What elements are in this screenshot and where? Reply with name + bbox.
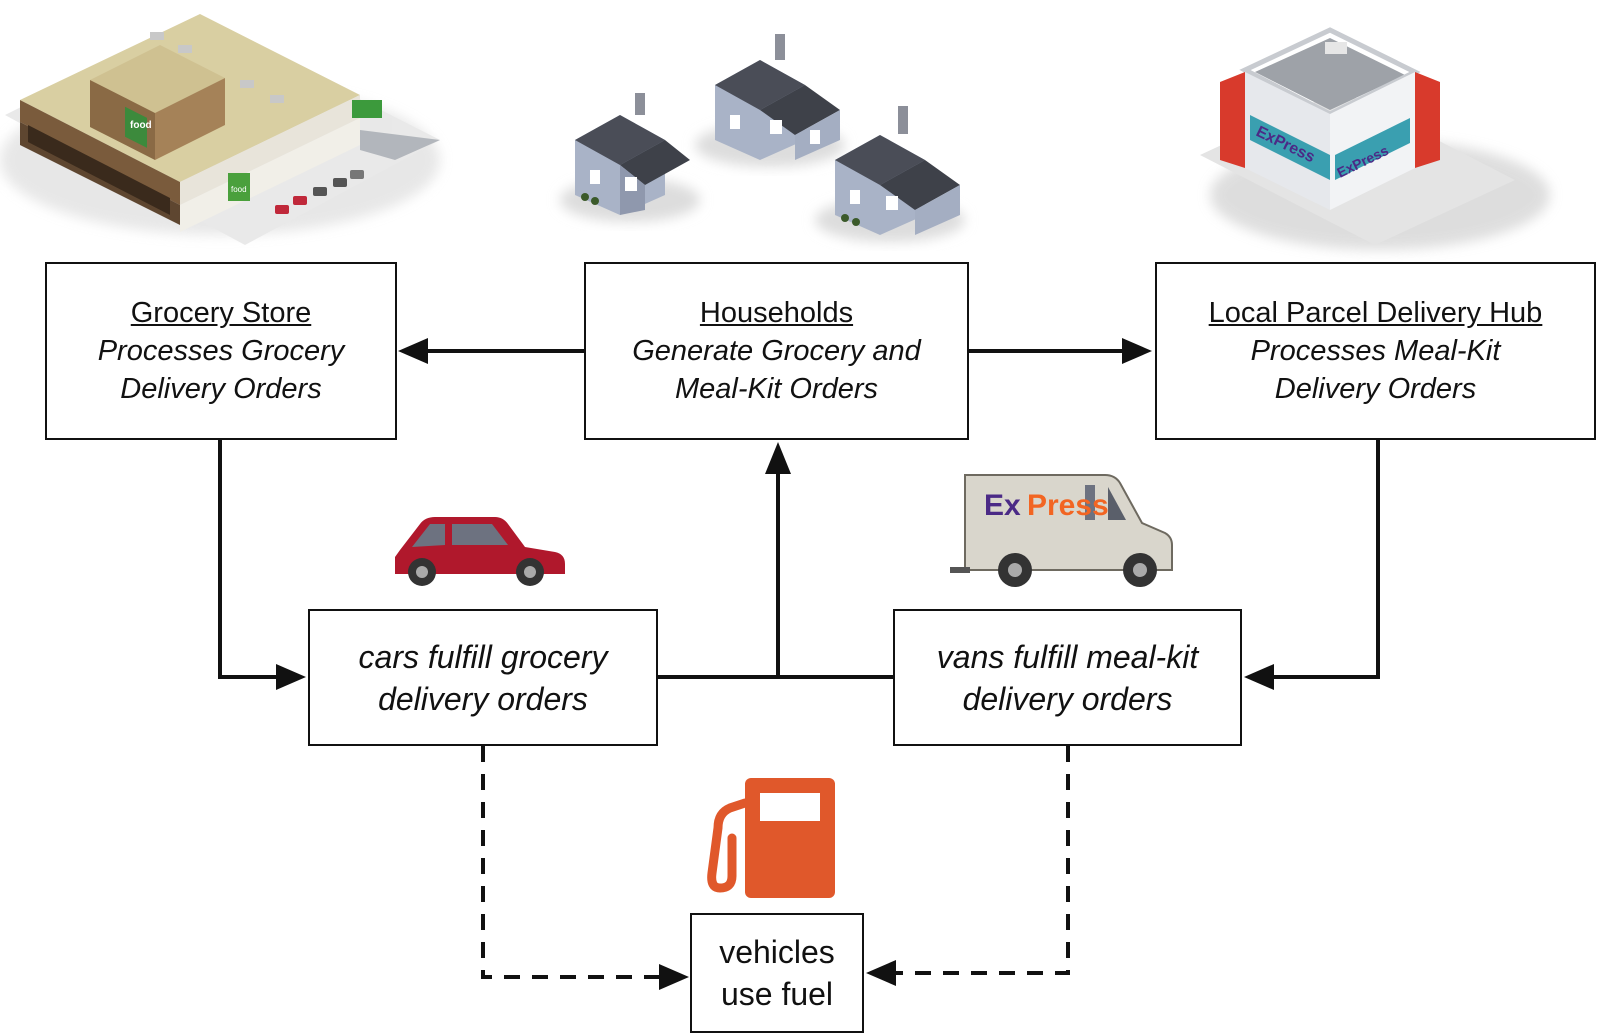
vans-line2: delivery orders	[962, 680, 1173, 717]
arrowheads	[276, 338, 1274, 990]
van-logo-press: Press	[1027, 489, 1109, 522]
vans-node: vans fulfill meal-kit delivery orders	[893, 609, 1242, 746]
grocery-store-title: Grocery Store	[130, 297, 312, 329]
van-logo-ex: Ex	[984, 489, 1021, 522]
parcel-hub-building-icon: ExPress ExPress	[1200, 27, 1550, 250]
grocery-store-building-icon: food food	[0, 14, 440, 245]
cars-node: cars fulfill grocery delivery orders	[308, 609, 658, 746]
store-sign: food	[130, 120, 152, 131]
parcel-hub-title: Local Parcel Delivery Hub	[1208, 297, 1543, 329]
parcel-hub-node: Local Parcel Delivery Hub Processes Meal…	[1155, 262, 1596, 440]
arrowhead-to-hub	[1122, 338, 1152, 364]
arrowhead-to-grocery	[398, 338, 428, 364]
grocery-store-node: Grocery Store Processes Grocery Delivery…	[45, 262, 397, 440]
edge-cars-to-fuel	[481, 746, 662, 979]
fuel-pump-icon	[707, 778, 835, 898]
store-side-sign: food	[231, 185, 247, 194]
van-icon: Ex Press	[950, 474, 1173, 587]
households-node: Households Generate Grocery and Meal-Kit…	[584, 262, 969, 440]
arrowhead-to-vans	[1244, 664, 1274, 690]
houses-icon	[560, 34, 965, 242]
grocery-store-line2: Delivery Orders	[120, 373, 322, 405]
households-line2: Meal-Kit Orders	[674, 373, 879, 405]
edge-hub-to-vans	[1268, 440, 1380, 679]
car-icon	[395, 517, 565, 586]
arrowhead-to-fuel-right	[866, 960, 896, 986]
vans-line1: vans fulfill meal-kit	[936, 638, 1199, 675]
edge-grocery-to-cars	[218, 440, 280, 679]
households-line1: Generate Grocery and	[632, 335, 921, 367]
fuel-node: vehicles use fuel	[690, 913, 864, 1033]
households-title: Households	[699, 297, 854, 329]
cars-line2: delivery orders	[378, 680, 588, 717]
arrowhead-to-households	[765, 442, 791, 474]
connectors	[218, 349, 1380, 979]
parcel-hub-line2: Delivery Orders	[1274, 373, 1477, 405]
fuel-line1: vehicles	[719, 934, 835, 970]
grocery-store-line1: Processes Grocery	[97, 335, 345, 367]
cars-line1: cars fulfill grocery	[358, 638, 608, 675]
fuel-line2: use fuel	[720, 976, 834, 1012]
arrowhead-to-cars	[276, 664, 306, 690]
edge-vans-to-fuel	[892, 746, 1070, 975]
parcel-hub-line1: Processes Meal-Kit	[1250, 335, 1501, 367]
arrowhead-to-fuel-left	[659, 964, 689, 990]
